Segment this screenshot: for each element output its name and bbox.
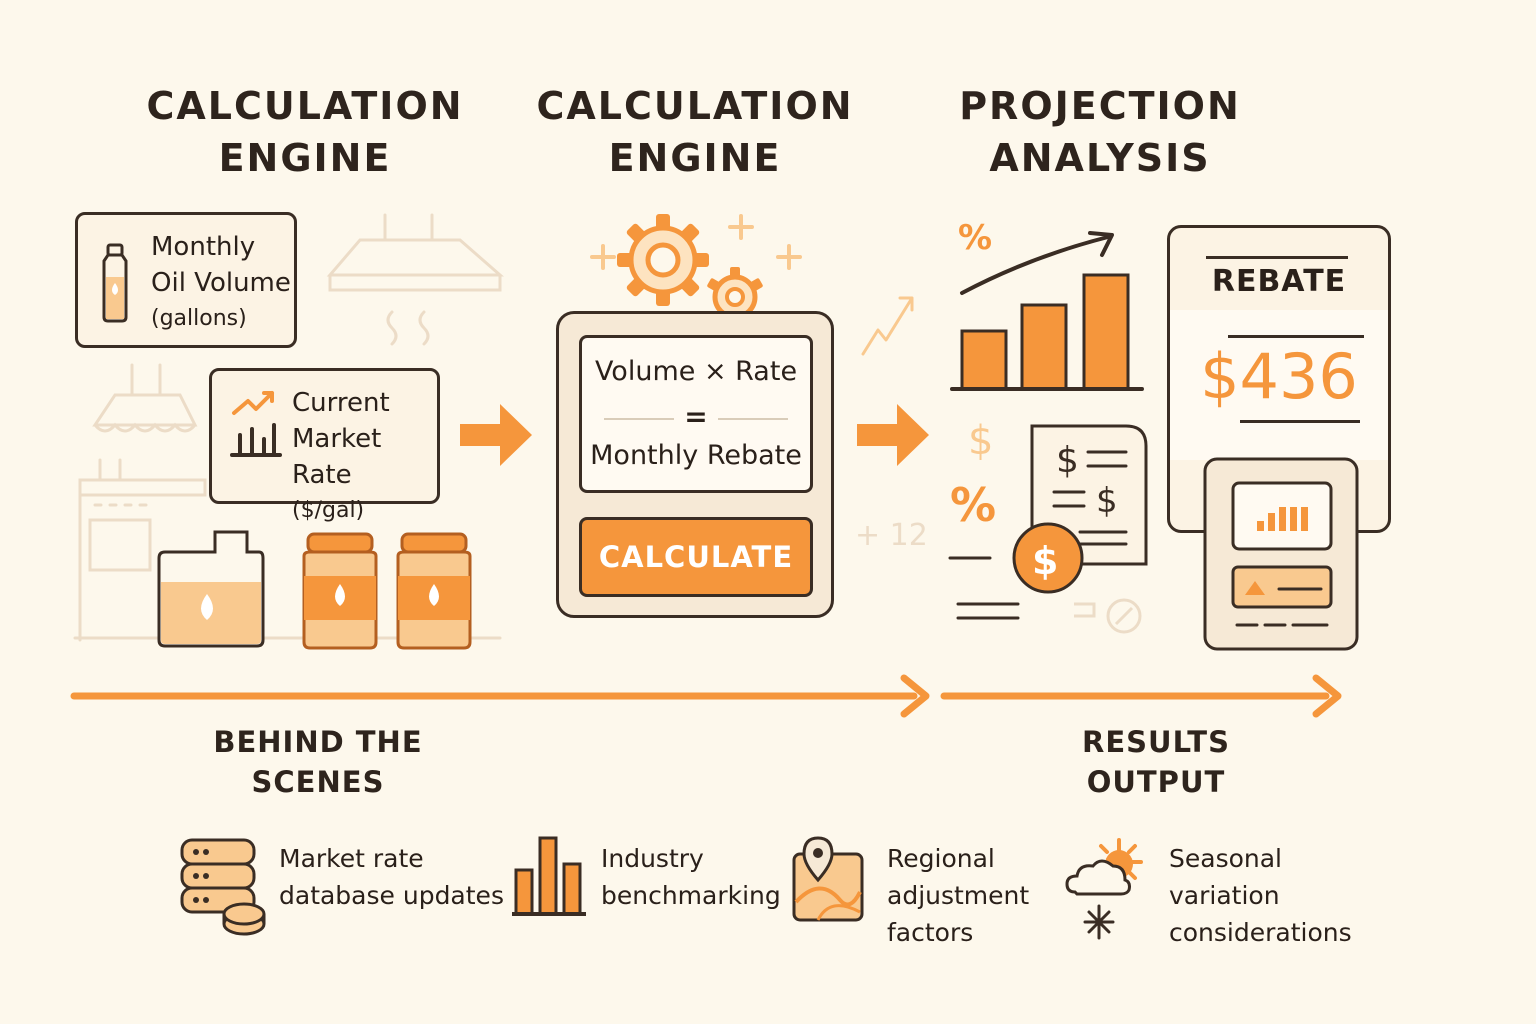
feature-benchmarking-line2: benchmarking <box>601 881 781 910</box>
results-output-label: RESULTS OUTPUT <box>1036 722 1276 802</box>
column-1-title-line2: ENGINE <box>218 136 392 180</box>
oil-jar-icon-2 <box>396 532 472 650</box>
weather-icon <box>1065 838 1143 940</box>
feature-market-rate-line1: Market rate <box>279 844 424 873</box>
oil-jar-icon-1 <box>302 532 378 650</box>
svg-text:$: $ <box>1056 440 1079 481</box>
behind-the-scenes-line1: BEHIND THE <box>213 725 423 759</box>
volume-unit: (gallons) <box>151 306 247 331</box>
rate-unit: ($/gal) <box>292 498 365 523</box>
calculator-device: Volume × Rate = Monthly Rebate CALCULATE <box>556 311 834 618</box>
rate-label-line1: Current <box>292 388 390 418</box>
column-3-title-line1: PROJECTION <box>959 84 1241 128</box>
formula-bottom: Monthly Rebate <box>590 440 802 471</box>
database-icon <box>180 838 266 936</box>
column-2-title-line2: ENGINE <box>608 136 782 180</box>
column-2-title-line1: CALCULATION <box>536 84 854 128</box>
formula-equals: = <box>684 400 708 433</box>
feature-seasonal: Seasonal variation considerations <box>1065 836 1365 956</box>
sparkline-decoration <box>861 296 914 356</box>
volume-label-line2: Oil Volume <box>151 268 291 298</box>
arrow-right-icon-1 <box>460 404 532 466</box>
feature-market-rate-line2: database updates <box>279 881 504 910</box>
feature-market-rate: Market rate database updates <box>178 836 508 946</box>
growth-bar-chart-icon <box>950 231 1144 391</box>
feature-benchmarking-line1: Industry <box>601 844 704 873</box>
tablet-dashboard-icon <box>1203 457 1359 651</box>
column-3-title: PROJECTION ANALYSIS <box>935 80 1265 184</box>
divider-left <box>604 418 674 420</box>
rebate-top-rule <box>1206 256 1348 259</box>
feature-regional-line1: Regional <box>887 844 995 873</box>
percent-sign-bottom: % <box>950 478 997 532</box>
side-note: + 12 <box>855 518 928 553</box>
column-1-title: CALCULATION ENGINE <box>140 80 470 184</box>
results-output-line2: OUTPUT <box>1086 765 1226 799</box>
feature-regional-line2: adjustment <box>887 881 1030 910</box>
flow-arrow-right <box>940 674 1342 718</box>
feature-regional: Regional adjustment factors <box>790 836 1040 956</box>
behind-the-scenes-line2: SCENES <box>251 765 385 799</box>
percent-sign-top: % <box>958 218 993 258</box>
rate-label-line2: Market Rate <box>292 424 382 490</box>
arrow-right-icon-2 <box>857 404 929 466</box>
column-3-title-line2: ANALYSIS <box>989 136 1211 180</box>
calculate-button[interactable]: CALCULATE <box>579 517 813 597</box>
map-pin-icon <box>792 836 864 922</box>
svg-text:$: $ <box>1032 539 1058 583</box>
rate-input-card[interactable]: Current Market Rate ($/gal) <box>209 368 440 523</box>
rebate-amount-rule-bottom <box>1240 420 1360 423</box>
feature-seasonal-line1: Seasonal <box>1169 844 1283 873</box>
column-1-title-line1: CALCULATION <box>146 84 464 128</box>
svg-text:$: $ <box>1096 481 1118 521</box>
divider-right <box>718 418 788 420</box>
gear-icon <box>590 214 802 320</box>
feature-regional-line3: factors <box>887 918 974 947</box>
trend-chart-icon <box>230 391 282 457</box>
feature-seasonal-line2: variation <box>1169 881 1280 910</box>
oil-bottle-icon <box>102 243 128 323</box>
bar-chart-icon <box>512 836 586 916</box>
results-output-line1: RESULTS <box>1082 725 1230 759</box>
invoice-document-icon: $ $ $ <box>948 424 1148 634</box>
behind-the-scenes-label: BEHIND THE SCENES <box>178 722 458 802</box>
feature-seasonal-line3: considerations <box>1169 918 1352 947</box>
rebate-title: REBATE <box>1211 264 1347 299</box>
oil-jug-icon <box>157 530 265 648</box>
dollar-sign-faint: $ <box>968 418 994 464</box>
volume-input-card[interactable]: Monthly Oil Volume (gallons) <box>75 212 297 348</box>
formula-top: Volume × Rate <box>594 356 798 387</box>
rebate-amount-rule-top <box>1228 335 1364 338</box>
feature-benchmarking: Industry benchmarking <box>510 834 781 944</box>
flow-arrow-left <box>70 674 930 718</box>
formula-display: Volume × Rate = Monthly Rebate <box>579 335 813 493</box>
rebate-amount: $436 <box>1200 340 1358 413</box>
column-2-title: CALCULATION ENGINE <box>530 80 860 184</box>
volume-label-line1: Monthly <box>151 232 256 262</box>
